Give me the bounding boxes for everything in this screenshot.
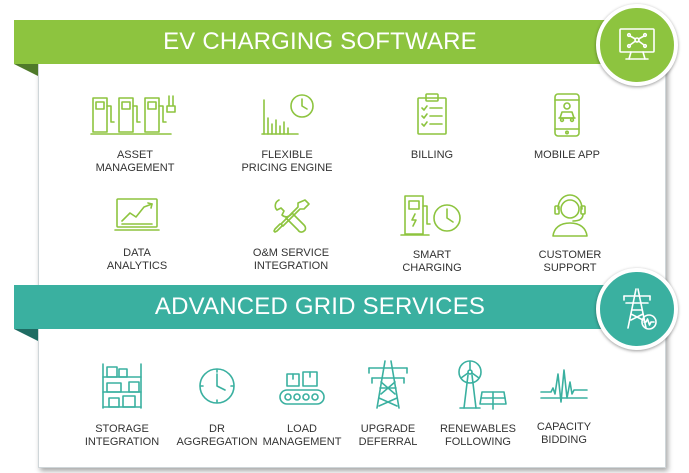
data-analytics-item: DATA ANALYTICS	[92, 196, 182, 273]
ev-section-panel	[38, 56, 666, 290]
dr-aggregation-label: DR AGGREGATION	[176, 423, 258, 448]
renewables-following-item: RENEWABLES FOLLOWING	[430, 358, 526, 449]
grid-section-banner: ADVANCED GRID SERVICES	[14, 285, 626, 329]
capacity-bidding-item: CAPACITY BIDDING	[522, 362, 606, 447]
data-analytics-label: DATA ANALYTICS	[106, 247, 168, 272]
mobile-app-item: MOBILE APP	[522, 92, 612, 162]
load-management-item: LOAD MANAGEMENT	[256, 360, 348, 449]
grid-section-title: ADVANCED GRID SERVICES	[154, 293, 486, 320]
clipboard-checklist-icon	[392, 92, 472, 143]
capacity-bidding-label: CAPACITY BIDDING	[536, 421, 592, 446]
ev-section-banner: EV CHARGING SOFTWARE	[14, 20, 626, 64]
smart-charging-item: SMART CHARGING	[392, 192, 472, 275]
headset-agent-icon	[525, 192, 615, 243]
bar-chart-clock-icon	[232, 92, 342, 143]
dr-aggregation-item: DR AGGREGATION	[170, 360, 264, 449]
customer-support-item: CUSTOMER SUPPORT	[525, 192, 615, 275]
smart-charging-label: SMART CHARGING	[402, 249, 462, 274]
renewables-following-label: RENEWABLES FOLLOWING	[439, 423, 516, 448]
storage-integration-item: STORAGE INTEGRATION	[80, 360, 164, 449]
monitor-network-icon	[596, 4, 678, 86]
om-service-integration-item: O&M SERVICE INTEGRATION	[236, 196, 346, 273]
flexible-pricing-engine-label: FLEXIBLE PRICING ENGINE	[241, 149, 333, 174]
om-service-integration-label: O&M SERVICE INTEGRATION	[252, 247, 330, 272]
customer-support-label: CUSTOMER SUPPORT	[538, 249, 602, 274]
asset-management-label: ASSET MANAGEMENT	[95, 149, 175, 174]
power-tower-icon	[596, 268, 678, 350]
ev-section-title: EV CHARGING SOFTWARE	[163, 28, 477, 55]
storage-integration-label: STORAGE INTEGRATION	[84, 423, 160, 448]
charging-stations-icon	[85, 92, 185, 143]
asset-management-item: ASSET MANAGEMENT	[85, 92, 185, 175]
grid-banner-fold	[14, 329, 38, 341]
smartphone-car-icon	[522, 92, 612, 143]
wrench-screwdriver-icon	[236, 196, 346, 241]
load-management-label: LOAD MANAGEMENT	[262, 423, 342, 448]
mobile-app-label: MOBILE APP	[533, 149, 601, 161]
billing-label: BILLING	[410, 149, 454, 161]
wind-solar-icon	[430, 358, 526, 417]
ev-banner-fold	[14, 64, 38, 76]
charger-clock-icon	[392, 192, 472, 243]
signal-waveform-icon	[522, 362, 606, 415]
storage-rack-icon	[80, 360, 164, 417]
upgrade-deferral-item: UPGRADE DEFERRAL	[346, 358, 430, 449]
trend-chart-icon	[92, 196, 182, 241]
clock-icon	[170, 360, 264, 417]
conveyor-boxes-icon	[256, 360, 348, 417]
billing-item: BILLING	[392, 92, 472, 162]
upgrade-deferral-label: UPGRADE DEFERRAL	[358, 423, 418, 448]
transmission-tower-icon	[346, 358, 430, 417]
flexible-pricing-engine-item: FLEXIBLE PRICING ENGINE	[232, 92, 342, 175]
